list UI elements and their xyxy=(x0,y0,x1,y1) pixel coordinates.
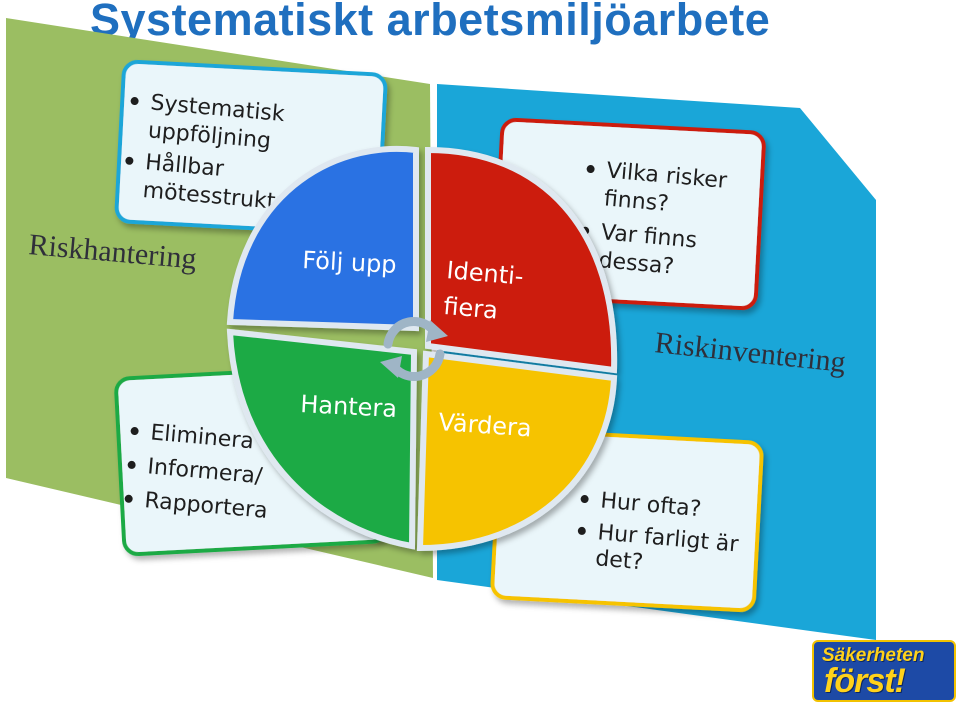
label-folj-upp: Följ upp xyxy=(302,246,398,279)
quadrant-label-line: Värdera xyxy=(438,408,533,442)
label-hantera: Hantera xyxy=(300,390,398,423)
quadrant-folj-upp xyxy=(226,145,419,332)
cycle-arrowhead-top xyxy=(426,320,448,342)
quadrant-label-line: Följ upp xyxy=(302,246,398,279)
bullet-text: det? xyxy=(594,546,644,575)
logo-line-2: först! xyxy=(824,662,906,700)
quadrant-identifiera xyxy=(425,146,618,374)
bullet-dot xyxy=(577,526,586,535)
label-vardera: Värdera xyxy=(438,408,533,442)
bullet-dot xyxy=(125,156,134,165)
bullet-dot xyxy=(130,427,139,436)
quadrant-label-line: Hantera xyxy=(300,390,398,423)
sakerheten-forst-logo: Säkerheten först! xyxy=(812,640,956,702)
cycle-wheel xyxy=(226,145,618,552)
bullet-dot xyxy=(127,460,136,469)
quadrant-hantera xyxy=(226,328,418,550)
bullet-dot xyxy=(124,494,133,503)
label-identifiera: Identi-fiera xyxy=(442,256,524,325)
bullet-dot xyxy=(130,97,139,106)
quadrant-vardera xyxy=(416,350,618,552)
bullet-dot xyxy=(586,165,595,174)
quadrant-label-line: fiera xyxy=(442,292,499,325)
bullet-text: finns? xyxy=(603,186,670,217)
quadrant-label-line: Identi- xyxy=(445,256,524,291)
refresh-cycle-icon xyxy=(380,317,448,381)
cycle-arrowhead-bottom xyxy=(380,356,402,378)
page-title: Systematiskt arbetsmiljöarbete xyxy=(90,0,771,45)
logo-line-1: Säkerheten xyxy=(822,645,925,666)
bullet-dot xyxy=(580,495,589,504)
